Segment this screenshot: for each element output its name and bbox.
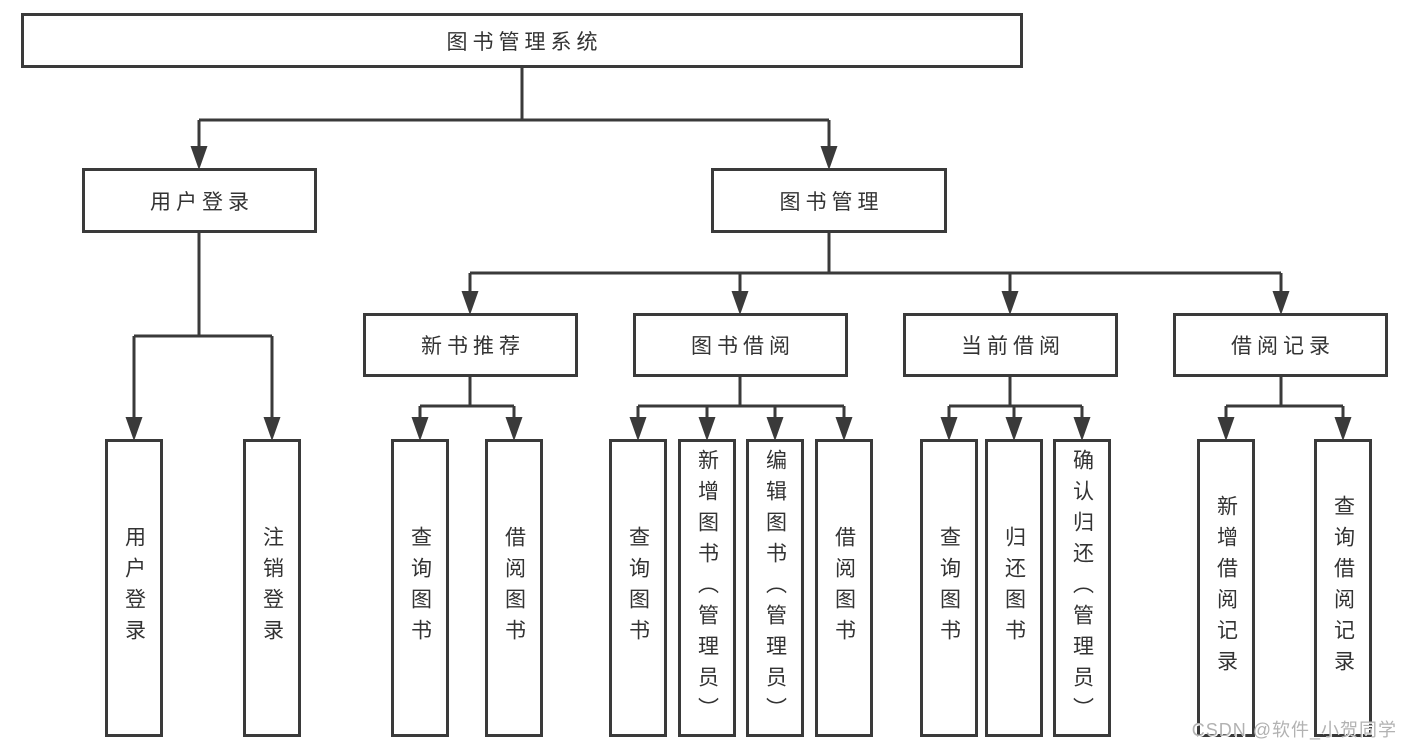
node-label: 当前借阅 (961, 335, 1065, 358)
csdn-watermark: CSDN @软件_小贺同学 (1191, 720, 1397, 740)
leaf-label: 确认归还（管理员） (1070, 448, 1094, 728)
leaf-label: 借阅图书 (832, 526, 856, 650)
leaf-label: 归还图书 (1002, 526, 1026, 650)
node-book-management: 图书管理 (711, 168, 947, 233)
node-label: 图书管理 (779, 190, 884, 214)
node-user-login: 用户登录 (82, 168, 317, 233)
leaf-query-books-recommend: 查询图书 (391, 439, 449, 737)
leaf-label: 新增图书（管理员） (695, 448, 719, 728)
node-label: 图书管理系统 (446, 30, 603, 54)
leaf-label: 新增借阅记录 (1214, 495, 1238, 681)
leaf-label: 查询图书 (626, 526, 650, 650)
leaf-label: 查询图书 (937, 526, 961, 650)
node-current-borrowing: 当前借阅 (903, 313, 1118, 377)
leaf-label: 编辑图书（管理员） (763, 448, 787, 728)
leaf-logout-login: 注销登录 (243, 439, 301, 737)
node-label: 图书借阅 (691, 335, 795, 358)
leaf-confirm-return-admin: 确认归还（管理员） (1053, 439, 1111, 737)
leaf-borrow-books: 借阅图书 (815, 439, 873, 737)
leaf-query-borrow-record: 查询借阅记录 (1314, 439, 1372, 737)
node-borrowing-records: 借阅记录 (1173, 313, 1388, 377)
node-book-borrowing: 图书借阅 (633, 313, 848, 377)
node-label: 新书推荐 (421, 335, 525, 358)
leaf-label: 借阅图书 (502, 526, 526, 650)
leaf-edit-books-admin: 编辑图书（管理员） (746, 439, 804, 737)
leaf-query-books-current: 查询图书 (920, 439, 978, 737)
leaf-borrow-books-recommend: 借阅图书 (485, 439, 543, 737)
leaf-label: 查询借阅记录 (1331, 495, 1355, 681)
leaf-user-login: 用户登录 (105, 439, 163, 737)
leaf-add-books-admin: 新增图书（管理员） (678, 439, 736, 737)
node-new-book-recommend: 新书推荐 (363, 313, 578, 377)
leaf-query-books-borrow: 查询图书 (609, 439, 667, 737)
node-label: 用户登录 (150, 190, 254, 214)
node-label: 借阅记录 (1231, 335, 1335, 358)
leaf-add-borrow-record: 新增借阅记录 (1197, 439, 1255, 737)
leaf-return-books: 归还图书 (985, 439, 1043, 737)
leaf-label: 注销登录 (260, 526, 284, 650)
node-library-system-root: 图书管理系统 (21, 13, 1023, 68)
leaf-label: 查询图书 (408, 526, 432, 650)
leaf-label: 用户登录 (122, 526, 146, 650)
